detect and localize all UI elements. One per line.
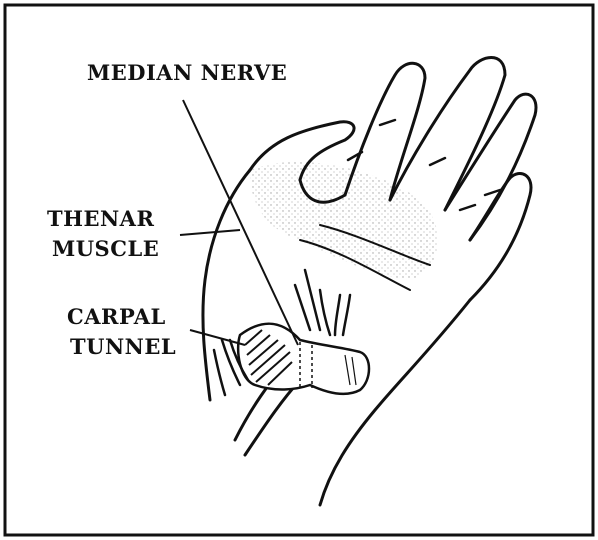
carpal-leader — [190, 330, 245, 345]
thenar-label-line1: THENAR — [47, 207, 154, 231]
carpal-label-line2: TUNNEL — [70, 335, 176, 359]
hand-outline — [203, 58, 536, 506]
median-nerve-label: MEDIAN NERVE — [87, 61, 287, 85]
carpal-ligament — [238, 324, 369, 394]
thenar-label-line2: MUSCLE — [52, 237, 159, 261]
tendons — [295, 270, 350, 335]
thenar-leader — [180, 230, 240, 235]
carpal-label-line1: CARPAL — [67, 305, 166, 329]
palm-shading — [250, 162, 438, 280]
